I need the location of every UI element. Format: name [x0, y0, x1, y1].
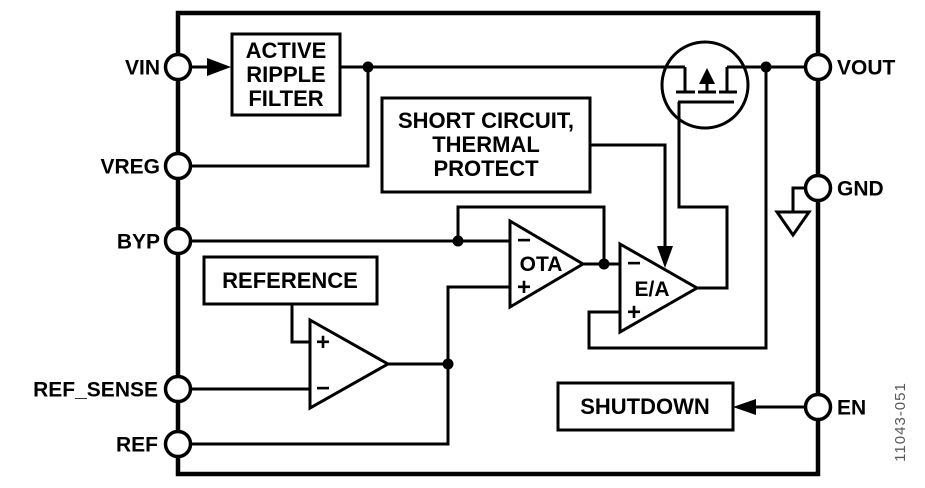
ota-amp-symbol — [508, 218, 586, 310]
pin-byp — [163, 226, 193, 256]
ota-label: OTA — [520, 253, 563, 276]
mosfet-body-arrow — [699, 68, 715, 84]
pin-circles — [163, 52, 833, 459]
pin-vout — [803, 52, 833, 82]
function-blocks — [202, 32, 735, 432]
arrowhead-en-to-shutdown — [733, 399, 756, 415]
wire-gnd-stub — [791, 186, 806, 212]
arrowhead-vin-to-arf — [207, 58, 231, 76]
mosfet-circle — [660, 40, 750, 130]
error-amp-plus-sign: + — [627, 299, 641, 326]
pin-label-vout: VOUT — [837, 57, 896, 80]
ota-plus-sign: + — [517, 274, 531, 301]
junction-ota-output — [598, 258, 610, 270]
wire-reference-to-buffer — [290, 304, 310, 344]
pin-label-gnd: GND — [837, 178, 884, 201]
block-labels: ACTIVE RIPPLE FILTER SHORT CIRCUIT, THER… — [222, 38, 710, 419]
pin-label-en: EN — [837, 397, 866, 420]
pin-label-vin: VIN — [125, 57, 160, 80]
ota-minus-sign: − — [517, 227, 531, 254]
error-amp-symbol — [618, 241, 701, 335]
wire-buffer-to-ota-plus — [446, 285, 510, 364]
error-amp-label: E/A — [634, 278, 669, 301]
active-ripple-filter-block — [230, 32, 342, 117]
arrowhead-protect-to-ea — [657, 246, 673, 268]
shutdown-block — [556, 381, 735, 432]
pin-label-ref: REF — [116, 434, 158, 457]
ground-icon — [774, 210, 812, 238]
pin-labels: VIN VREG BYP REF_SENSE REF VOUT GND EN — [33, 57, 895, 457]
pin-ref — [163, 429, 193, 459]
arf-label-line2: RIPPLE — [246, 62, 325, 87]
wire-protect-to-ea — [590, 143, 667, 246]
pin-vin — [163, 52, 193, 82]
arf-label-line1: ACTIVE — [246, 38, 327, 63]
protect-label-line1: SHORT CIRCUIT, — [398, 108, 574, 133]
reference-buffer-amp-symbol — [308, 317, 392, 411]
error-amp-minus-sign: − — [627, 250, 641, 277]
pin-label-byp: BYP — [117, 231, 160, 254]
pin-label-ref-sense: REF_SENSE — [33, 379, 158, 402]
wire-vout-feedback-to-ea — [587, 67, 768, 350]
buffer-minus-sign: − — [316, 375, 330, 402]
arrowheads — [207, 58, 756, 415]
reference-block — [202, 255, 379, 306]
figure-code: 11043-051 — [892, 382, 909, 462]
arf-label-line3: FILTER — [248, 86, 323, 111]
junction-byp — [452, 235, 464, 247]
junction-arf-output — [362, 61, 374, 73]
wire-vreg-tap — [191, 67, 370, 168]
pin-en — [803, 392, 833, 422]
reference-label: REFERENCE — [222, 268, 358, 293]
protect-label-line2: THERMAL — [432, 132, 540, 157]
wire-ref-pin — [191, 364, 450, 446]
junction-vout — [760, 61, 772, 73]
amplifier-labels: OTA − + E/A − + + − — [316, 227, 670, 402]
pin-vreg — [163, 151, 193, 181]
pin-ref-sense — [163, 374, 193, 404]
wire-ea-out-to-gate — [677, 102, 729, 290]
wires — [191, 65, 806, 446]
wire-ota-feedback-loop — [456, 205, 606, 264]
pin-gnd — [803, 173, 833, 203]
pin-label-vreg: VREG — [100, 156, 160, 179]
junction-buffer-output — [442, 358, 454, 370]
shutdown-label: SHUTDOWN — [580, 394, 710, 419]
junction-dots — [362, 61, 772, 370]
pass-transistor-icon — [660, 40, 750, 130]
protect-label-line3: PROTECT — [433, 156, 539, 181]
buffer-plus-sign: + — [316, 329, 330, 356]
short-circuit-thermal-protect-block — [380, 96, 592, 194]
amplifiers — [308, 218, 701, 411]
